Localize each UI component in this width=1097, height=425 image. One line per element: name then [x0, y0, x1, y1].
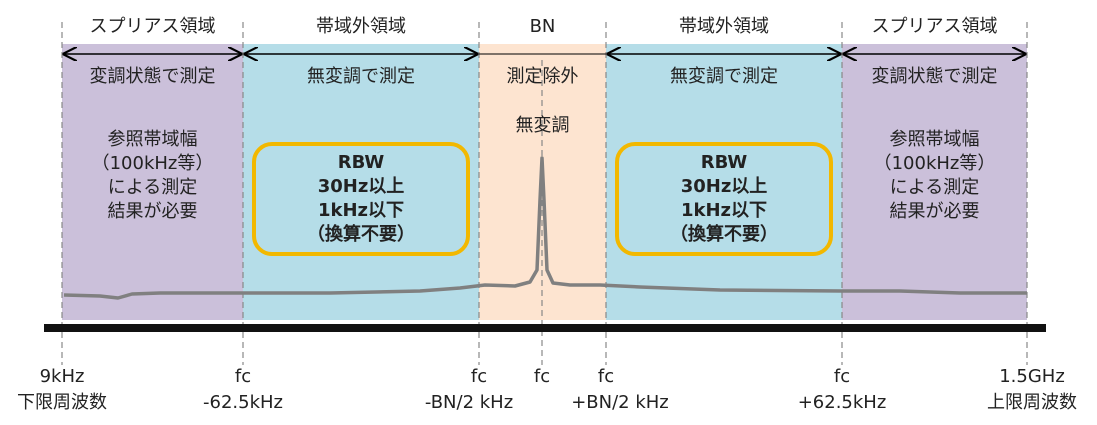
axis-fc-1: fc: [234, 366, 252, 387]
axis-lower-freq: 9kHz: [39, 366, 85, 387]
axis-upper-freq: 1.5GHz: [999, 366, 1065, 387]
modulated-label-left: 変調状態で測定: [89, 66, 216, 87]
axis-minus-bn-half: -BN/2 kHz: [424, 392, 514, 413]
axis-fc-2: fc: [470, 366, 488, 387]
rbw-note-right: RBW 30Hz以上 1kHz以下 （換算不要）: [670, 152, 778, 245]
axis-fc-5: fc: [833, 366, 851, 387]
rbw-note-left: RBW 30Hz以上 1kHz以下 （換算不要）: [307, 152, 415, 245]
spurious-region-left: [62, 44, 243, 320]
out-of-band-label-right: 帯域外領域: [679, 16, 769, 37]
spurious-region-right: [842, 44, 1027, 320]
modulated-label-right: 変調状態で測定: [871, 66, 998, 87]
axis-fc-3: fc: [533, 366, 551, 387]
rbw-box-left: RBW 30Hz以上 1kHz以下 （換算不要）: [252, 142, 470, 256]
spectrum-trace: [63, 156, 1027, 300]
axis-plus-bn-half: +BN/2 kHz: [571, 392, 669, 413]
excluded-label: 測定除外: [506, 66, 579, 87]
frequency-axis-bar: [44, 324, 1046, 332]
bn-label: BN: [529, 16, 556, 37]
axis-lower-caption: 下限周波数: [17, 392, 107, 413]
center-unmodulated-label: 無変調: [515, 115, 570, 136]
out-of-band-region-right: [606, 44, 842, 320]
unmodulated-label-right: 無変調で測定: [670, 66, 778, 87]
axis-minus-62-5: -62.5kHz: [203, 392, 283, 413]
unmodulated-label-left: 無変調で測定: [307, 66, 415, 87]
axis-upper-caption: 上限周波数: [987, 392, 1077, 413]
reference-bandwidth-note-left: 参照帯域幅 （100kHz等） による測定 結果が必要: [91, 129, 214, 222]
spurious-label-right: スプリアス領域: [871, 16, 998, 37]
rbw-box-right: RBW 30Hz以上 1kHz以下 （換算不要）: [615, 142, 833, 256]
out-of-band-region-left: [243, 44, 479, 320]
boundary-dashed-lines: [61, 22, 1028, 365]
axis-fc-4: fc: [597, 366, 615, 387]
out-of-band-label-left: 帯域外領域: [316, 16, 406, 37]
reference-bandwidth-note-right: 参照帯域幅 （100kHz等） による測定 結果が必要: [873, 129, 996, 222]
axis-plus-62-5: +62.5kHz: [797, 392, 887, 413]
spurious-label-left: スプリアス領域: [89, 16, 216, 37]
